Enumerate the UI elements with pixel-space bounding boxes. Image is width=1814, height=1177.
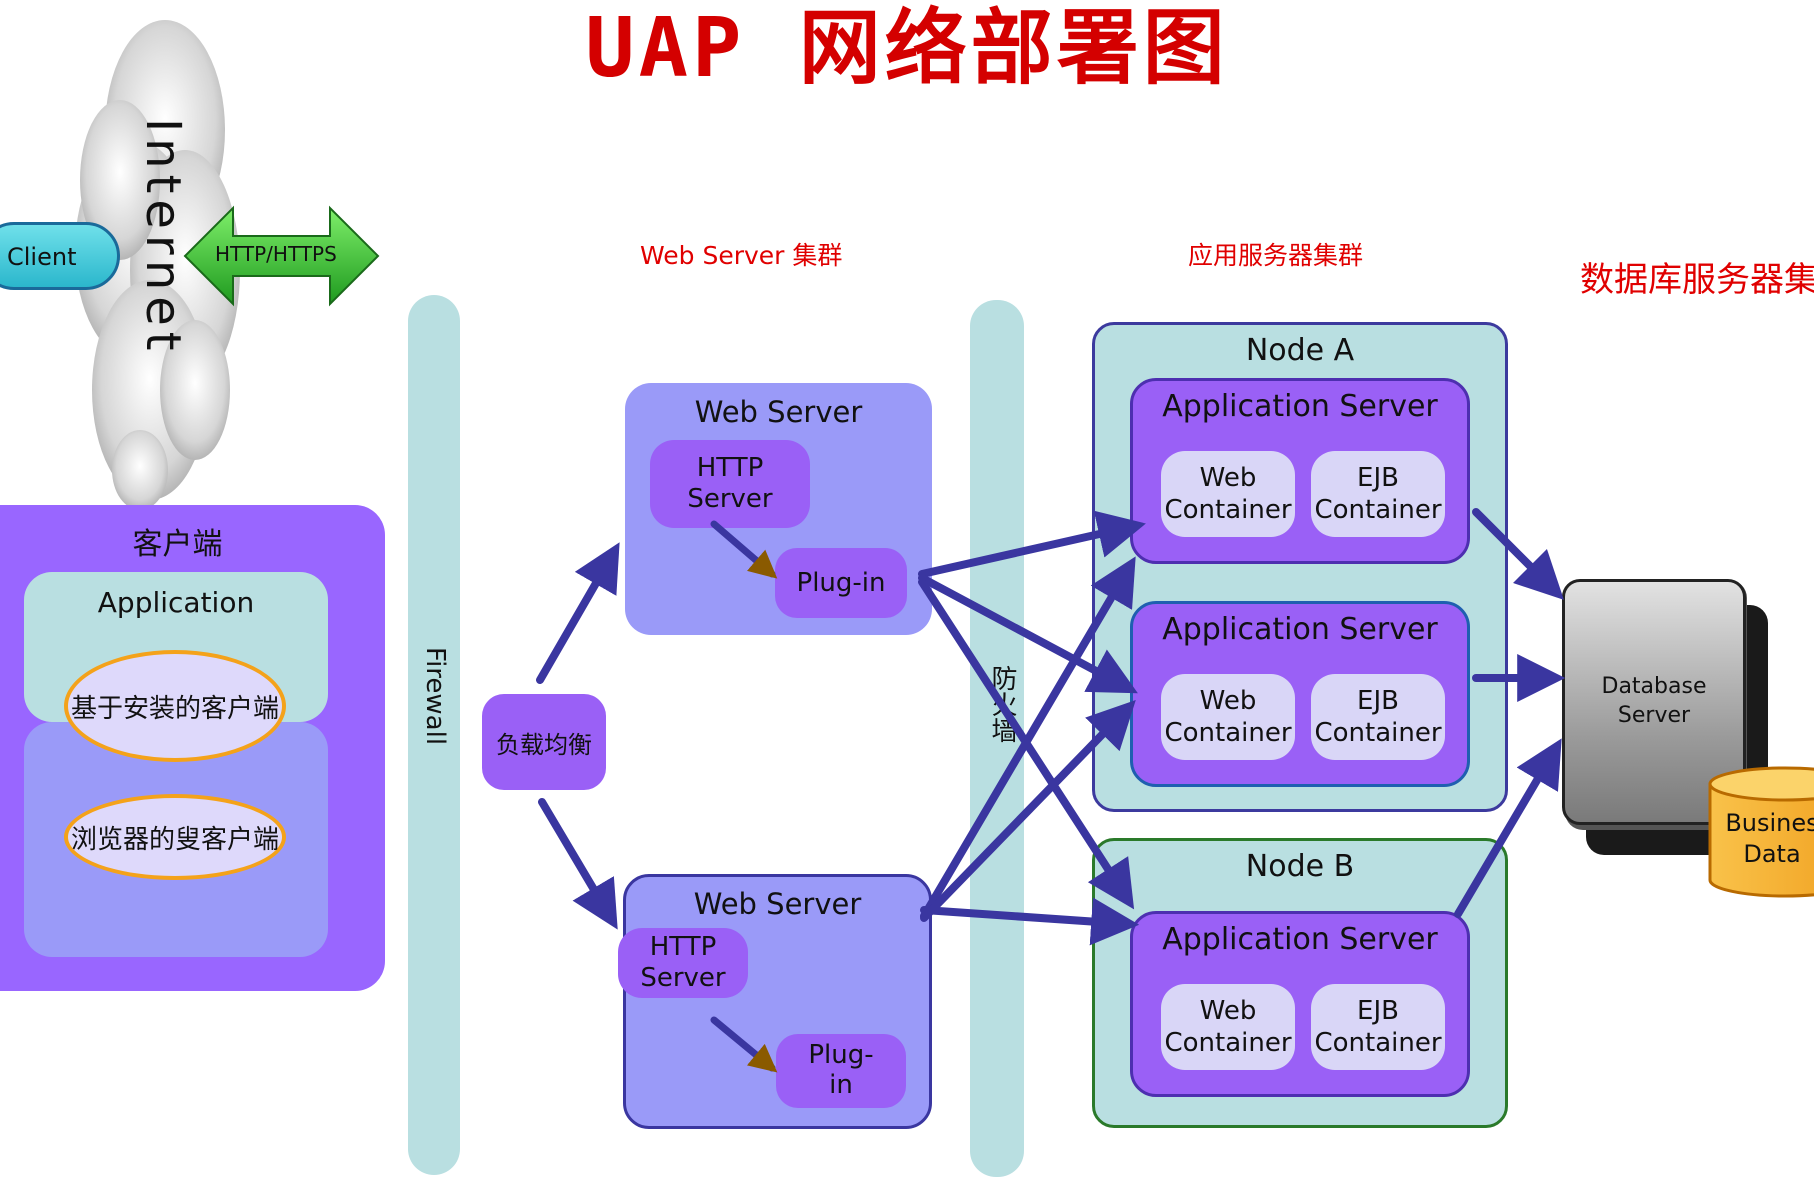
db-cluster-label: 数据库服务器集群 [1580,260,1814,300]
ejb-container-a2[interactable]: EJB Container [1311,674,1445,760]
web-container-a2-line2: Container [1164,718,1292,748]
http-server-2[interactable]: HTTP Server [618,928,748,998]
plugin-2-line2: in [829,1070,853,1100]
ejb-container-a1-line1: EJB [1357,462,1399,493]
http-server-2-line1: HTTP [649,931,717,962]
http-server-2-line2: Server [640,963,726,993]
node-b-label: Node B [1245,849,1355,884]
node-a-label: Node A [1245,333,1355,368]
ejb-container-b1-line2: Container [1314,1028,1442,1058]
browser-client-oval[interactable]: 浏览器的叟客户端 [64,794,286,880]
app-server-a1[interactable]: Application Server Web Container EJB Con… [1130,378,1470,564]
web-server-2-label: Web Server [693,887,862,921]
plugin-2[interactable]: Plug- in [776,1034,906,1108]
app-server-a2-label: Application Server [1162,612,1438,647]
http-server-1-line2: Server [687,484,773,514]
business-data[interactable]: Busines Data [1712,806,1814,872]
firewall-left: Firewall [408,295,460,1175]
app-server-a1-label: Application Server [1162,389,1438,424]
http-server-1[interactable]: HTTP Server [650,440,810,528]
web-container-a1-line1: Web [1199,462,1257,493]
application-label: Application [97,586,255,619]
plugin-1[interactable]: Plug-in [775,548,907,618]
web-container-b1[interactable]: Web Container [1161,984,1295,1070]
client-label: Client [7,243,77,271]
app-server-a2[interactable]: Application Server Web Container EJB Con… [1130,601,1470,787]
app-server-b1-label: Application Server [1162,922,1438,957]
internet-label: Internet [135,118,191,357]
app-cluster-label: 应用服务器集群 [1188,241,1364,270]
web-container-a1-line2: Container [1164,495,1292,525]
business-data-line2: Data [1743,840,1801,868]
business-data-line1: Busines [1725,808,1814,837]
web-container-b1-line2: Container [1164,1028,1292,1058]
ejb-container-b1[interactable]: EJB Container [1311,984,1445,1070]
installed-client-oval[interactable]: 基于安装的客户端 [64,650,286,762]
database-server-line2: Server [1617,703,1691,728]
ejb-container-b1-line1: EJB [1357,995,1399,1026]
plugin-2-line1: Plug- [808,1040,874,1071]
app-server-b1[interactable]: Application Server Web Container EJB Con… [1130,911,1470,1097]
http-server-1-line1: HTTP [696,452,764,483]
web-container-a1[interactable]: Web Container [1161,451,1295,537]
client-node[interactable]: Client [0,222,120,290]
web-container-b1-line1: Web [1199,995,1257,1026]
web-container-a2-line1: Web [1199,685,1257,716]
load-balancer[interactable]: 负载均衡 [482,694,606,790]
database-server-line1: Database [1601,674,1707,700]
web-server-1-label: Web Server [694,395,863,429]
web-container-a2[interactable]: Web Container [1161,674,1295,760]
client-region-title: 客户端 [132,527,223,562]
web-cluster-label: Web Server 集群 [640,241,843,270]
ejb-container-a2-line1: EJB [1357,685,1399,716]
ejb-container-a1[interactable]: EJB Container [1311,451,1445,537]
firewall-left-label: Firewall [420,647,450,746]
http-label: HTTP/HTTPS [215,242,337,266]
ejb-container-a2-line2: Container [1314,718,1442,748]
firewall-right: 防火墙 [970,300,1024,1177]
ejb-container-a1-line2: Container [1314,495,1442,525]
diagram-title: UAP 网络部署图 [585,0,1229,96]
